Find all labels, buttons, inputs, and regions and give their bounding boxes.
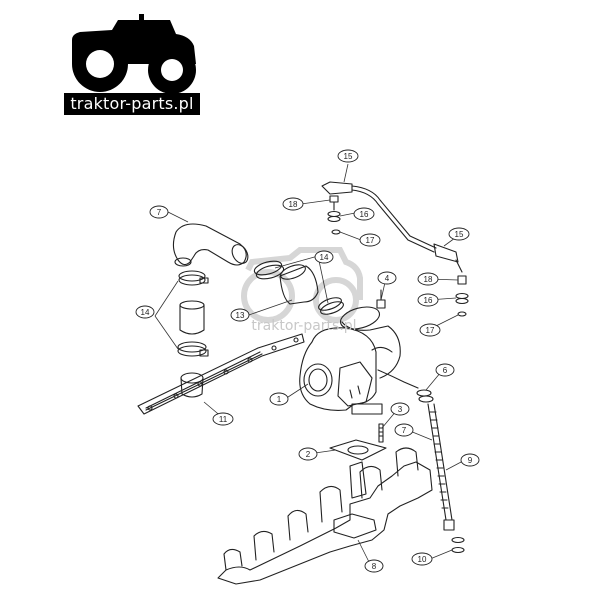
fitting-18-upper (329, 195, 339, 211)
banjo-washer-6 (416, 389, 434, 403)
watermark-tractor (241, 247, 363, 323)
leader-lines (154, 163, 464, 565)
callout-4: 4 (377, 271, 397, 285)
callout-14-top: 14 (314, 250, 334, 264)
o-ring-10 (451, 536, 465, 554)
svg-text:16: 16 (360, 210, 369, 219)
callout-9: 9 (460, 453, 480, 467)
callout-15-top: 15 (337, 149, 359, 163)
exhaust-manifold-8 (217, 447, 433, 585)
callout-17-lower: 17 (419, 323, 441, 337)
hose-clamp-upper-center (253, 260, 285, 280)
outlet-elbow (180, 372, 204, 398)
o-ring-17-lower (457, 311, 467, 317)
svg-text:6: 6 (443, 366, 448, 375)
svg-text:18: 18 (424, 275, 433, 284)
svg-text:15: 15 (455, 230, 464, 239)
hose-clamp-upper-left (178, 270, 209, 286)
callout-13: 13 (230, 308, 250, 322)
oil-supply-line-15 (321, 181, 463, 273)
callout-2: 2 (298, 447, 318, 461)
callout-3: 3 (390, 402, 410, 416)
callouts: 7 14 14 13 1 2 3 4 6 7 9 10 11 8 15 15 1… (135, 149, 480, 573)
svg-text:2: 2 (306, 450, 311, 459)
svg-text:17: 17 (366, 236, 375, 245)
svg-text:14: 14 (320, 253, 329, 262)
washer-16-upper (327, 210, 341, 223)
svg-text:4: 4 (385, 274, 390, 283)
hose-13 (279, 264, 319, 305)
callout-1: 1 (269, 392, 289, 406)
hose-clamp-lower-left (177, 341, 209, 357)
callout-18-lower: 18 (417, 272, 439, 286)
callout-16-upper: 16 (353, 207, 375, 221)
callout-15-right: 15 (448, 227, 470, 241)
washer-16-lower (455, 292, 469, 305)
fitting-18-lower (457, 275, 467, 285)
svg-text:7: 7 (157, 208, 162, 217)
svg-text:13: 13 (236, 311, 245, 320)
callout-11: 11 (212, 412, 234, 426)
coupling-sleeve-left (179, 300, 205, 335)
svg-text:9: 9 (468, 456, 473, 465)
elbow-hose-12 (172, 223, 249, 267)
svg-text:3: 3 (398, 405, 403, 414)
callout-10: 10 (411, 552, 433, 566)
parts-linework (137, 181, 469, 585)
svg-text:18: 18 (289, 200, 298, 209)
svg-text:10: 10 (418, 555, 427, 564)
turbocharger-1 (299, 306, 419, 415)
callout-17-upper: 17 (359, 233, 381, 247)
svg-text:17: 17 (426, 326, 435, 335)
callout-7: 7 (394, 423, 414, 437)
svg-text:11: 11 (219, 415, 228, 424)
svg-text:1: 1 (277, 395, 282, 404)
tractor-logo-wheel-hubs (86, 50, 183, 81)
callout-16-lower: 16 (417, 293, 439, 307)
watermark-text: traktor-parts.pl (251, 318, 357, 334)
svg-text:14: 14 (141, 308, 150, 317)
oil-drain-tube-9 (427, 403, 455, 531)
stud-3 (378, 423, 384, 443)
callout-18-upper: 18 (282, 197, 304, 211)
callout-8: 8 (364, 559, 384, 573)
callout-12: 7 (149, 205, 169, 219)
logo-text: traktor-parts.pl (64, 93, 200, 115)
svg-text:7: 7 (402, 426, 407, 435)
svg-text:15: 15 (344, 152, 353, 161)
callout-14-left: 14 (135, 305, 155, 319)
hose-clamp-lower-center (318, 297, 344, 315)
svg-text:8: 8 (372, 562, 377, 571)
callout-6: 6 (435, 363, 455, 377)
svg-text:16: 16 (424, 296, 433, 305)
o-ring-17-upper (331, 229, 341, 235)
gasket-2 (329, 439, 387, 461)
